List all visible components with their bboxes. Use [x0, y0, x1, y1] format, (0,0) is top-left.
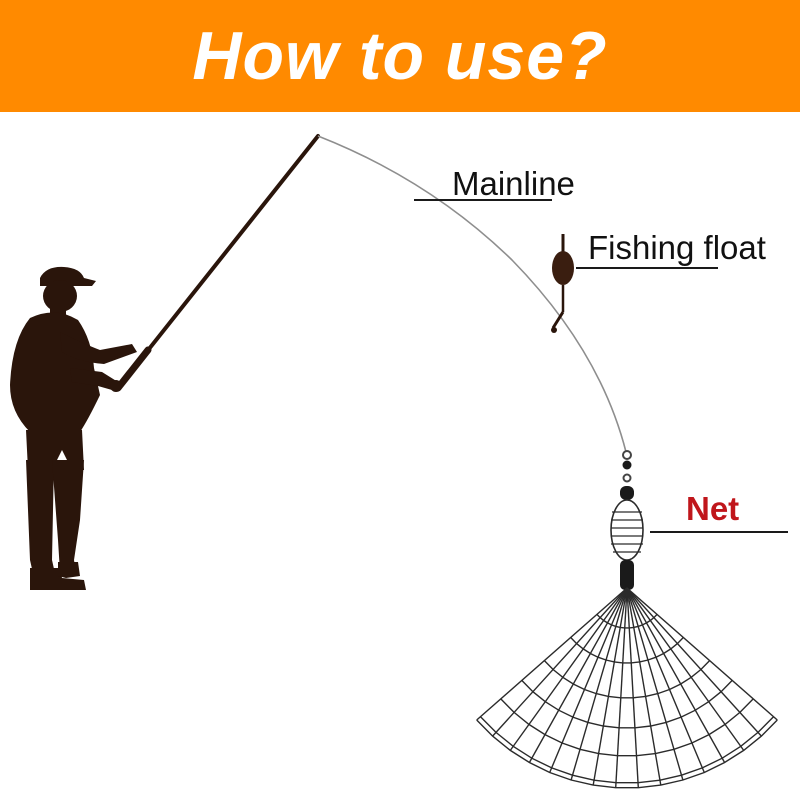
net-mesh-ring [596, 613, 658, 629]
net-mesh-spoke [570, 587, 628, 781]
net-mesh-ring [480, 716, 774, 784]
net-swivel [620, 450, 634, 500]
fishing-float-label: Fishing float [588, 229, 766, 266]
net-icon [476, 499, 778, 789]
fishing-float-icon [551, 234, 574, 333]
fisherman-silhouette-icon [10, 266, 137, 590]
mainline [317, 135, 627, 453]
net-mesh-spoke [626, 587, 745, 751]
net-mesh-ring [521, 679, 733, 729]
net-mesh-spoke [476, 587, 628, 721]
net-mesh-ring [543, 660, 711, 699]
net-mesh-spoke [492, 587, 628, 737]
net-mesh-spoke [626, 587, 684, 781]
net-mesh-spoke [626, 587, 662, 786]
mainline-label: Mainline [452, 165, 575, 202]
net-mesh-spoke [626, 587, 726, 763]
net-label: Net [686, 490, 740, 527]
net-mesh-spoke [626, 587, 762, 737]
net-mesh-ring [500, 698, 754, 757]
net-mesh-spoke [615, 587, 628, 788]
header-banner: How to use? [0, 0, 800, 112]
net-mesh-spoke [509, 587, 628, 751]
net-mesh-spoke [626, 587, 705, 773]
net-mesh-ring [476, 719, 778, 789]
page-title: How to use? [192, 18, 608, 94]
net-mesh-ring [570, 637, 684, 664]
fishing-rod-icon [110, 134, 320, 392]
net-mesh-spoke [549, 587, 628, 773]
net-mesh-spoke [626, 587, 639, 788]
net-mesh-spoke [626, 587, 778, 721]
net-mesh-spoke [592, 587, 628, 786]
net-mesh-spoke [528, 587, 628, 763]
